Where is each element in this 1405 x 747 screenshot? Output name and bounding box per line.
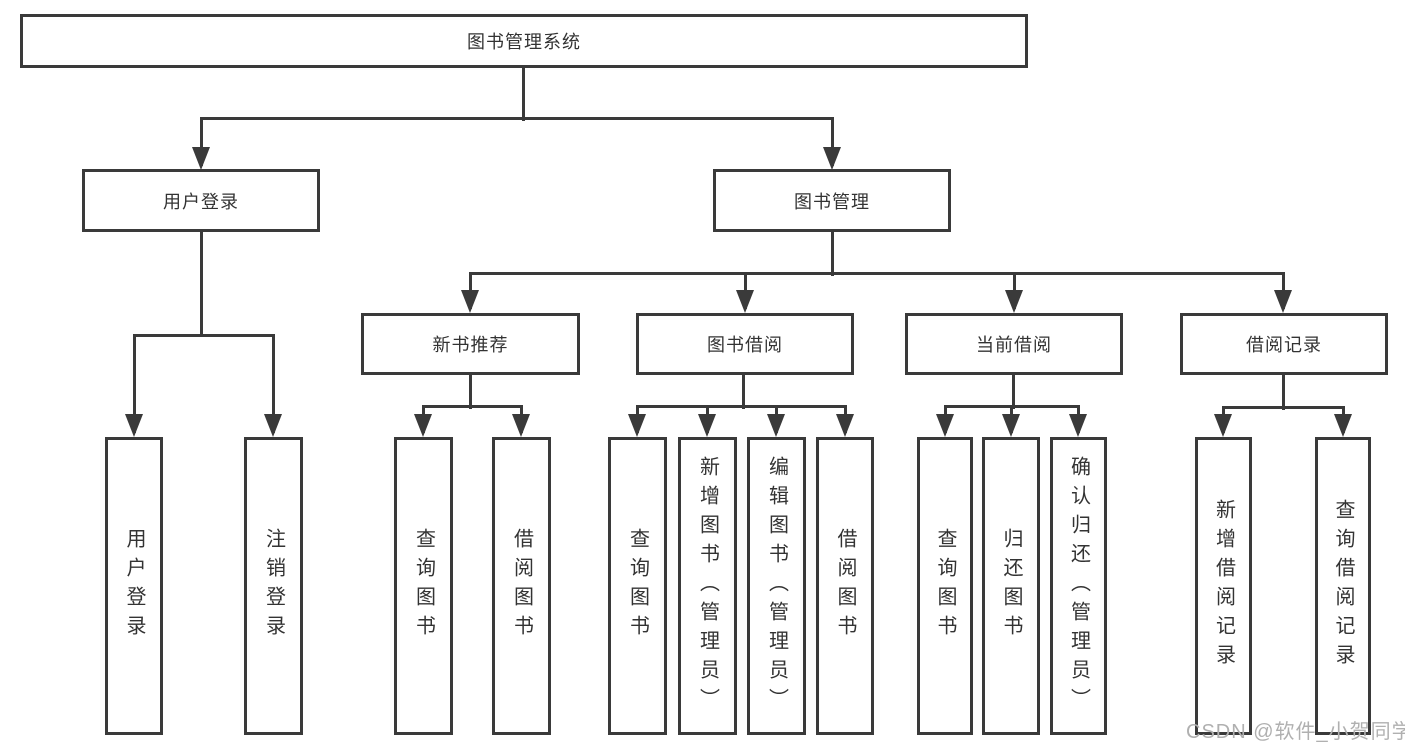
node-label: 用户登录 — [123, 528, 145, 644]
node-label: 新增借阅记录 — [1212, 499, 1235, 673]
arrow-down-icon — [628, 414, 646, 437]
connector-line — [1012, 375, 1015, 409]
arrow-down-icon — [823, 147, 841, 170]
node-library-system: 图书管理系统 — [20, 14, 1028, 68]
arrow-down-icon — [461, 290, 479, 313]
node-leaf-query-borrow-record: 查询借阅记录 — [1315, 437, 1371, 735]
node-leaf-return-books: 归还图书 — [982, 437, 1040, 735]
connector-line — [133, 334, 275, 337]
connector-line — [636, 405, 847, 408]
node-leaf-borrow-books-rec: 借阅图书 — [492, 437, 551, 735]
node-label: 当前借阅 — [976, 335, 1052, 355]
node-leaf-query-books-current: 查询图书 — [917, 437, 973, 735]
connector-line — [522, 68, 525, 121]
node-current-borrowing: 当前借阅 — [905, 313, 1123, 375]
node-label: 注销登录 — [262, 528, 285, 644]
node-book-management: 图书管理 — [713, 169, 951, 232]
arrow-down-icon — [936, 414, 954, 437]
connector-line — [1222, 406, 1345, 409]
arrow-down-icon — [264, 414, 282, 437]
node-label: 编辑图书（管理员） — [765, 455, 788, 717]
connector-line — [831, 232, 834, 276]
node-label: 确认归还（管理员） — [1067, 455, 1090, 717]
connector-line — [200, 117, 834, 120]
node-leaf-add-borrow-record: 新增借阅记录 — [1195, 437, 1252, 735]
node-label: 图书借阅 — [707, 335, 783, 355]
arrow-down-icon — [414, 414, 432, 437]
node-leaf-add-books-admin: 新增图书（管理员） — [678, 437, 737, 735]
arrow-down-icon — [1334, 414, 1352, 437]
node-user-login: 用户登录 — [82, 169, 320, 232]
arrow-down-icon — [836, 414, 854, 437]
node-borrowing-records: 借阅记录 — [1180, 313, 1388, 375]
node-label: 借阅记录 — [1246, 335, 1322, 355]
connector-line — [742, 375, 745, 409]
arrow-down-icon — [767, 414, 785, 437]
node-label: 查询图书 — [626, 528, 649, 644]
arrow-down-icon — [1002, 414, 1020, 437]
node-leaf-borrow-books-borrow: 借阅图书 — [816, 437, 874, 735]
arrow-down-icon — [1069, 414, 1087, 437]
node-label: 查询图书 — [412, 528, 435, 644]
node-leaf-user-login: 用户登录 — [105, 437, 163, 735]
node-label: 新增图书（管理员） — [696, 455, 719, 717]
connector-arrow-shaft — [831, 118, 834, 166]
arrow-down-icon — [125, 414, 143, 437]
connector-line — [422, 405, 523, 408]
node-label: 借阅图书 — [510, 528, 533, 644]
arrow-down-icon — [1274, 290, 1292, 313]
connector-line — [1282, 375, 1285, 410]
connector-line — [469, 272, 1285, 275]
arrow-down-icon — [1214, 414, 1232, 437]
node-label: 图书管理 — [794, 191, 870, 212]
arrow-down-icon — [736, 290, 754, 313]
node-leaf-query-books-borrow: 查询图书 — [608, 437, 667, 735]
node-label: 查询借阅记录 — [1332, 499, 1354, 673]
connector-line — [469, 375, 472, 409]
node-label: 图书管理系统 — [467, 32, 581, 52]
node-label: 归还图书 — [1000, 528, 1022, 644]
arrow-down-icon — [698, 414, 716, 437]
node-leaf-query-books-rec: 查询图书 — [394, 437, 453, 735]
connector-arrow-shaft — [133, 335, 136, 433]
connector-arrow-shaft — [200, 118, 203, 166]
node-label: 借阅图书 — [834, 528, 856, 644]
node-label: 查询图书 — [934, 528, 956, 644]
node-leaf-confirm-return-admin: 确认归还（管理员） — [1050, 437, 1107, 735]
node-label: 用户登录 — [163, 191, 239, 212]
node-leaf-logout: 注销登录 — [244, 437, 303, 735]
connector-arrow-shaft — [272, 335, 275, 433]
node-leaf-edit-books-admin: 编辑图书（管理员） — [747, 437, 806, 735]
arrow-down-icon — [512, 414, 530, 437]
arrow-down-icon — [1005, 290, 1023, 313]
node-label: 新书推荐 — [432, 335, 509, 355]
connector-line — [200, 232, 203, 337]
arrow-down-icon — [192, 147, 210, 170]
node-new-book-recommend: 新书推荐 — [361, 313, 580, 375]
node-book-borrowing: 图书借阅 — [636, 313, 854, 375]
